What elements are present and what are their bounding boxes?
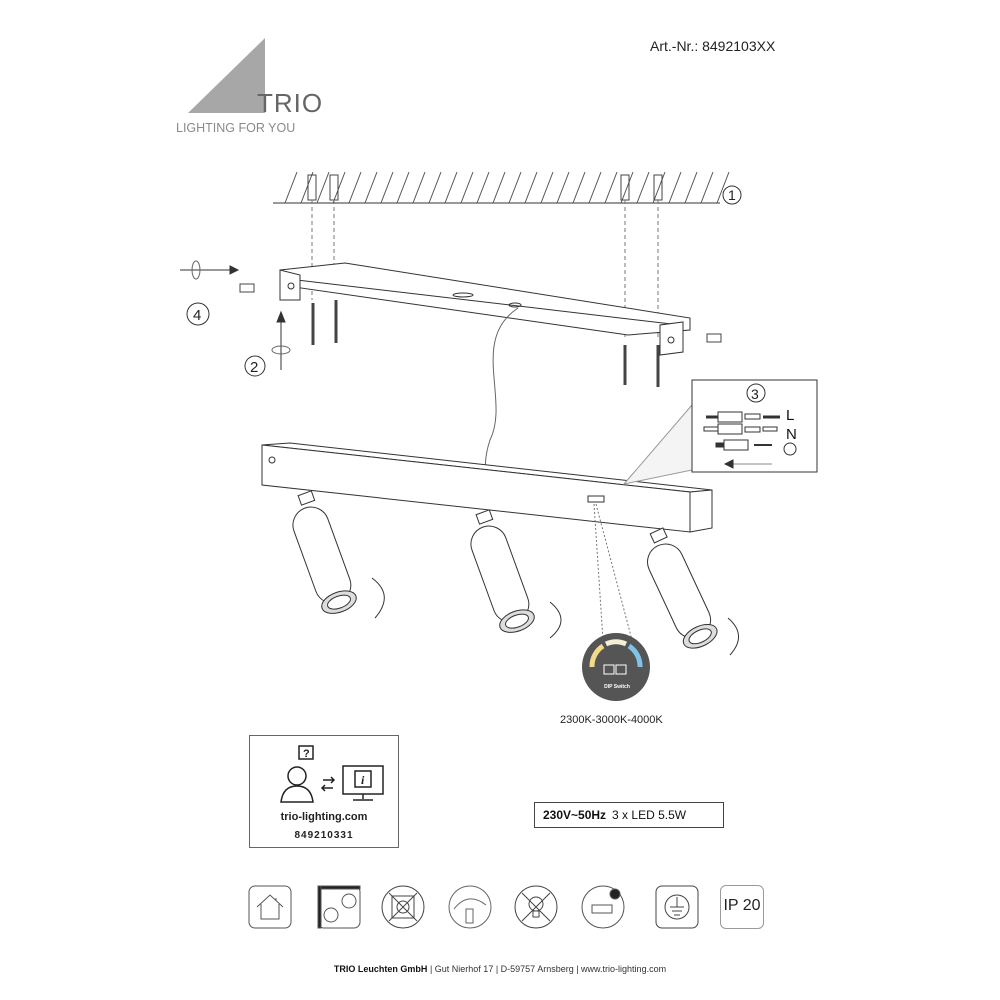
logo-tagline: LIGHTING FOR YOU	[176, 121, 296, 135]
lamp-spec: 3 x LED 5.5W	[612, 808, 687, 822]
ip-rating: IP 20	[723, 897, 761, 914]
installation-diagram: 1 4 2	[180, 171, 818, 701]
trio-logo-triangle	[188, 38, 265, 113]
svg-text:4: 4	[193, 307, 201, 324]
support-icon: ? i	[280, 745, 384, 803]
svg-text:N: N	[786, 426, 797, 443]
screws	[239, 283, 722, 387]
website-url: trio-lighting.com	[280, 811, 368, 823]
led-not-replaceable-icon	[514, 885, 558, 929]
dip-switch-icon	[582, 503, 650, 701]
no-cover-icon	[381, 885, 425, 929]
house-icon	[248, 885, 292, 929]
svg-text:2: 2	[250, 359, 258, 376]
company-name: TRIO Leuchten GmbH	[333, 964, 428, 974]
info-code: 849210331	[294, 830, 354, 841]
company-address: | Gut Nierhof 17 | D-59757 Arnsberg | ww…	[429, 964, 667, 974]
ip-rating-badge: IP 20	[720, 885, 764, 929]
wiring-detail-box: 3 L N	[622, 379, 818, 485]
guide-lines	[311, 200, 659, 340]
wall-plugs	[307, 174, 663, 201]
svg-text:3: 3	[751, 386, 759, 402]
voltage: 230V~50Hz	[543, 808, 607, 822]
svg-text:i: i	[361, 773, 365, 787]
dip-switch-label: DIP Switch	[604, 684, 630, 690]
protective-earth-icon	[655, 885, 699, 929]
footer: TRIO Leuchten GmbH | Gut Nierhof 17 | D-…	[0, 964, 1000, 974]
color-temperatures: 2300K-3000K-4000K	[560, 714, 663, 726]
spotlights	[292, 490, 739, 656]
info-box: ? i trio-lighting.com 849210331	[249, 735, 399, 848]
driver-replace-icon	[581, 885, 625, 929]
article-number: Art.-Nr.: 8492103XX	[650, 38, 776, 54]
logo-name: TRIO	[257, 88, 324, 118]
mounting-bracket	[279, 262, 691, 356]
dimmer-switch-icon	[448, 885, 492, 929]
spec-box: 230V~50Hz 3 x LED 5.5W	[534, 802, 724, 828]
svg-text:1: 1	[728, 187, 736, 203]
lamp-bulb-icon	[317, 885, 361, 929]
svg-text:L: L	[786, 407, 794, 424]
luminaire-bar	[261, 442, 713, 533]
svg-text:?: ?	[303, 748, 310, 760]
ceiling	[273, 171, 730, 204]
